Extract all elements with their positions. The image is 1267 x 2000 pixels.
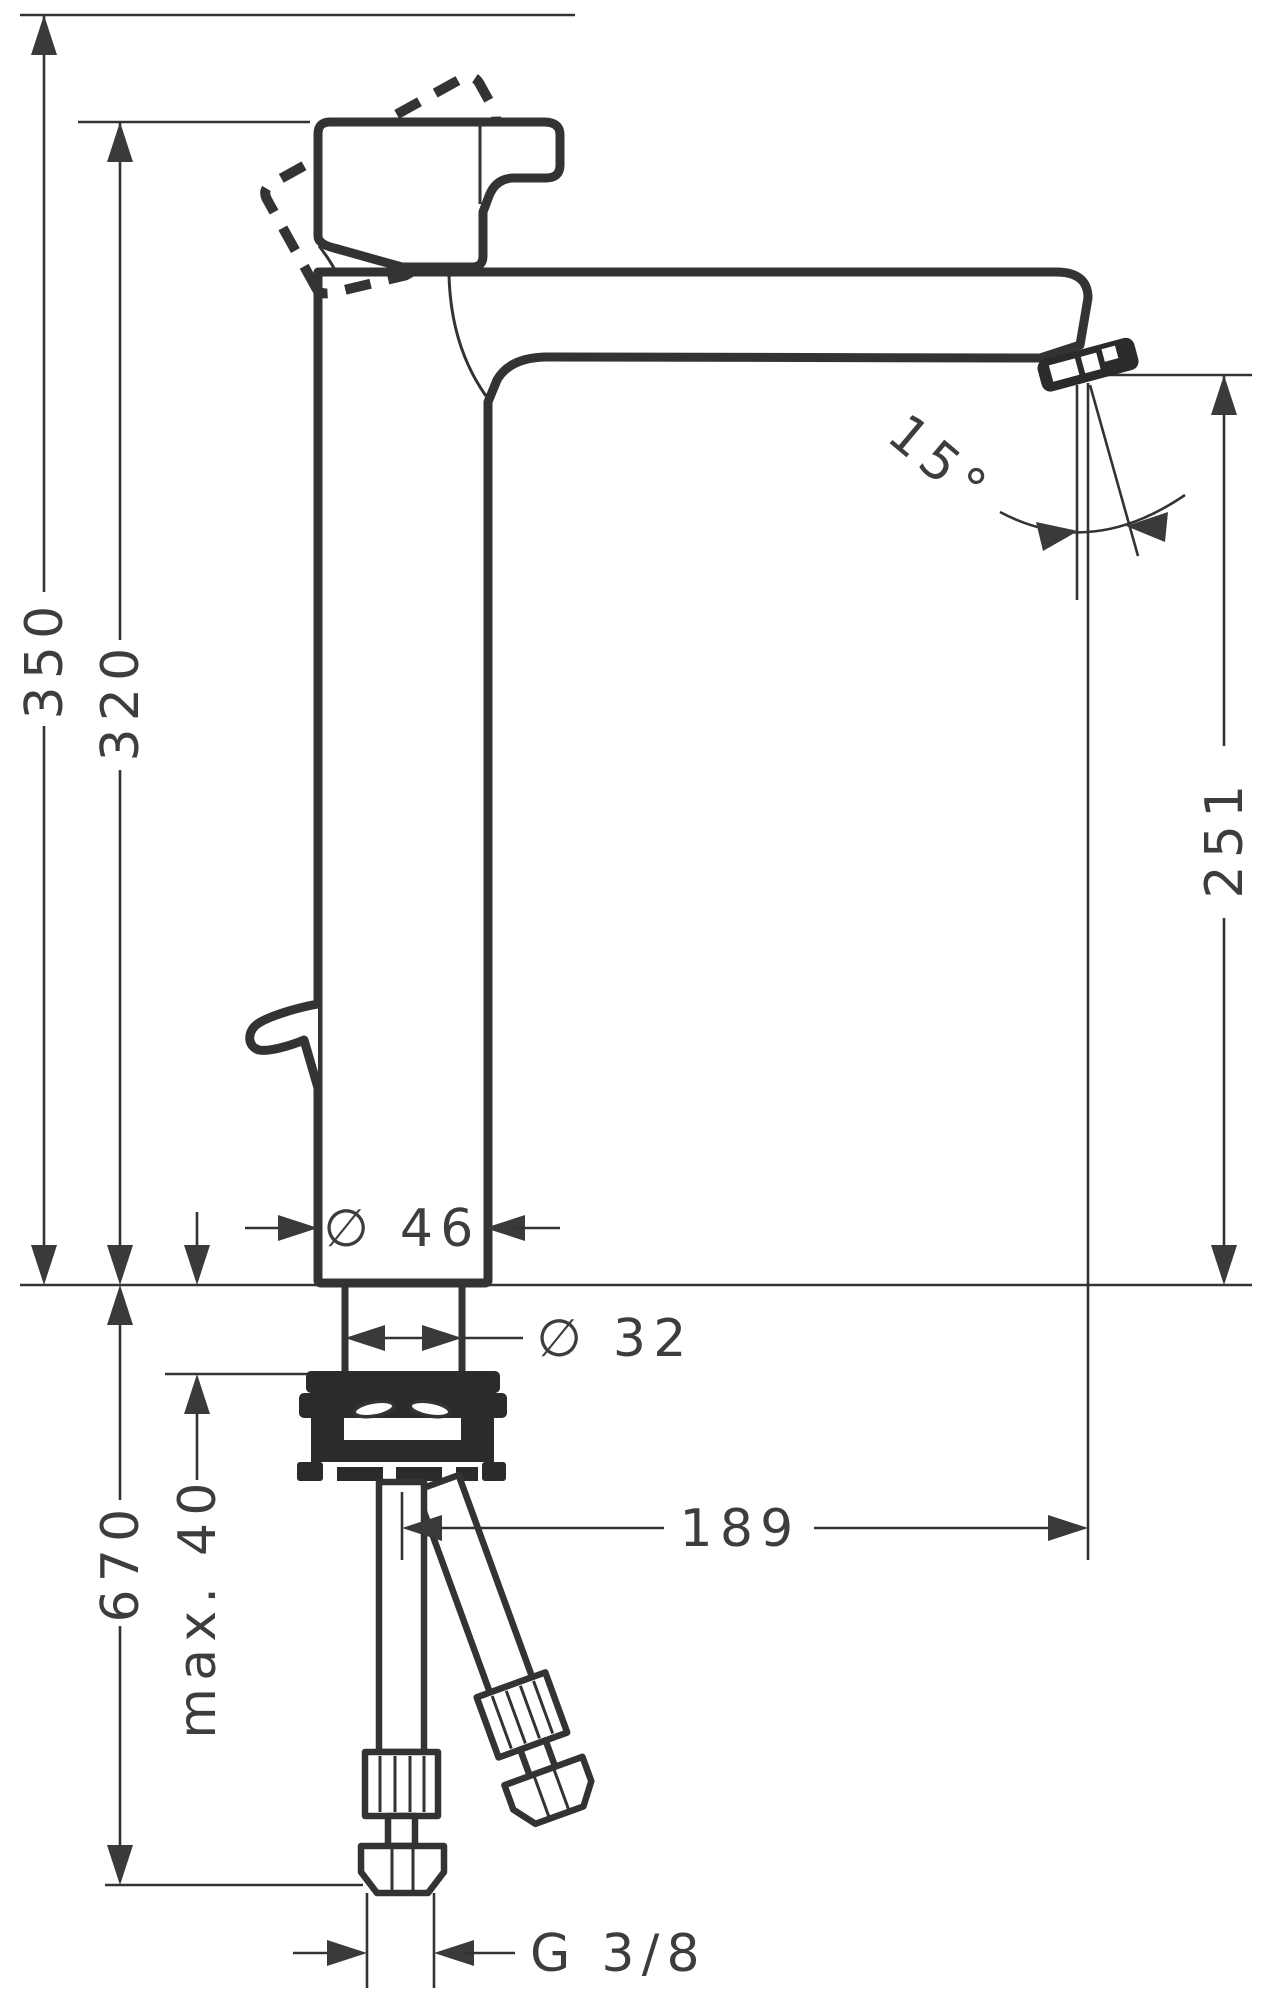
- arc-arrow-left-icon: [1126, 512, 1168, 542]
- mounting-assembly: [297, 1285, 507, 1481]
- arrow-left-icon: [485, 1215, 525, 1241]
- arrow-up-icon: [31, 15, 57, 55]
- arrow-left-icon: [345, 1325, 385, 1351]
- wing-nut-left-wing: [352, 1399, 396, 1419]
- handle-pivot-arc: [317, 245, 338, 273]
- dimension-label-d32: ∅ 32: [536, 1309, 693, 1369]
- arrow-down-icon: [31, 1245, 57, 1285]
- arc-arrow-right-icon: [1036, 522, 1078, 551]
- dimension-connection-thread: G 3/8: [293, 1893, 707, 1988]
- aerator-slot-1: [1048, 358, 1080, 382]
- hose-tube: [413, 1471, 536, 1696]
- popup-rod-hook: [245, 999, 323, 1093]
- aerator-slot-2: [1080, 352, 1101, 374]
- mounting-post-right: [461, 1418, 494, 1462]
- dimension-hose-length: 670: [91, 1285, 151, 1885]
- supply-hoses: [357, 1471, 595, 1897]
- dimension-spout-height: 251: [1195, 375, 1255, 1285]
- mounting-post-left: [311, 1418, 344, 1462]
- extension-lines: [365, 1893, 436, 1988]
- hose-neck: [384, 1812, 419, 1850]
- supply-hose-vertical: [357, 1478, 448, 1897]
- dimension-max-counter-thickness: max. 40: [168, 1212, 228, 1739]
- arrow-down-icon: [1211, 1245, 1237, 1285]
- dimension-label-max40: max. 40: [168, 1475, 228, 1738]
- braid-lines: [378, 1756, 426, 1812]
- arrow-down-icon: [107, 1245, 133, 1285]
- nut-facets: [532, 1766, 571, 1818]
- arrow-down-icon: [107, 1845, 133, 1885]
- connector-nut: [357, 1842, 448, 1897]
- handle-lever: [313, 117, 565, 272]
- arrow-up-icon: [1211, 375, 1237, 415]
- dimension-handle-height: 320: [91, 122, 151, 1285]
- faucet-body: [245, 71, 1139, 1288]
- reference-lines: [20, 13, 1252, 1887]
- dimension-label-d46: ∅ 46: [323, 1199, 480, 1259]
- arrow-up-icon: [107, 122, 133, 162]
- dimension-label-189: 189: [679, 1499, 800, 1559]
- dimension-label-320: 320: [91, 640, 151, 761]
- arrow-right-icon: [278, 1215, 318, 1241]
- mounting-tab-5: [482, 1462, 506, 1481]
- mounting-tab-3: [396, 1467, 442, 1481]
- washer-upper: [306, 1371, 500, 1393]
- arrow-down-icon: [184, 1245, 210, 1285]
- arrow-left-icon: [434, 1940, 474, 1966]
- dimension-spout-angle: 15°: [876, 383, 1186, 1560]
- nut-facets: [390, 1846, 415, 1891]
- dimension-spout-reach: 189: [400, 1492, 1088, 1560]
- arrow-right-icon: [422, 1325, 462, 1351]
- dimension-total-height: 350: [15, 15, 75, 1285]
- mounting-tab-2: [337, 1467, 383, 1481]
- aerator-slot-3: [1101, 345, 1119, 362]
- connector-nut: [501, 1753, 595, 1828]
- dimension-label-251: 251: [1195, 777, 1255, 898]
- arrow-right-icon: [1048, 1515, 1088, 1541]
- aerator: [1037, 337, 1139, 392]
- arrow-left-icon: [402, 1515, 442, 1541]
- arrow-up-icon: [184, 1374, 210, 1414]
- arrow-right-icon: [327, 1940, 367, 1966]
- braid-lines: [490, 1680, 555, 1750]
- dimension-shank-diameter: ∅ 32: [345, 1309, 693, 1369]
- angle-arc: [999, 493, 1186, 534]
- faucet-body-outline: [313, 267, 1093, 1288]
- spout-root-contour-line: [447, 273, 488, 397]
- arrow-up-icon: [107, 1285, 133, 1325]
- washer-lower: [299, 1393, 507, 1418]
- dimension-label-15deg: 15°: [876, 403, 1002, 522]
- dimension-label-350: 350: [15, 598, 75, 719]
- mounting-tab-1: [297, 1462, 323, 1481]
- supply-hose-diagonal: [413, 1471, 595, 1828]
- mounting-crossbar: [344, 1440, 461, 1462]
- dimension-label-g38: G 3/8: [530, 1924, 707, 1984]
- dimension-label-670: 670: [91, 1501, 151, 1622]
- hose-braid-collar: [361, 1748, 442, 1820]
- dimension-body-diameter: ∅ 46: [245, 1199, 560, 1259]
- wing-nut-right-wing: [408, 1399, 452, 1419]
